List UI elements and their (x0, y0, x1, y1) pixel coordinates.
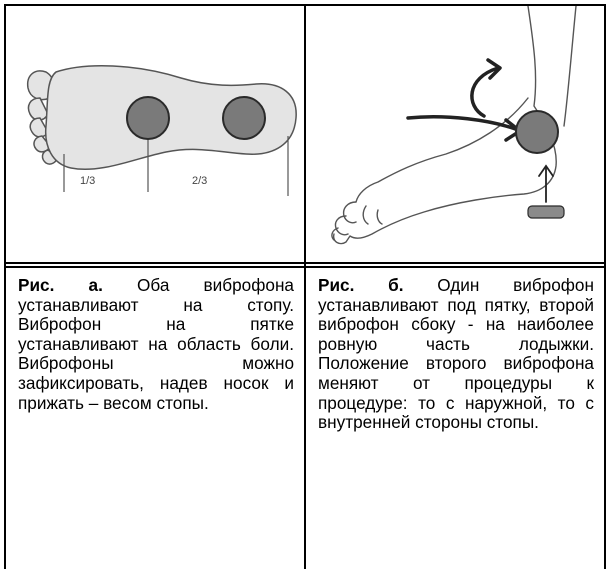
caption-b-text: Один виброфон устанавливают под пятку, в… (318, 275, 594, 432)
table-border-right (604, 4, 606, 569)
figure-b-cell (306, 6, 604, 262)
arrow-side (408, 117, 518, 130)
vibrophone-ankle (516, 111, 558, 153)
table-row-divider (4, 262, 606, 264)
label-one-third: 1/3 (80, 175, 95, 187)
leg-back (564, 6, 576, 126)
caption-a-prefix: Рис. а. (18, 275, 103, 295)
instep (356, 98, 528, 202)
caption-b-prefix: Рис. б. (318, 275, 404, 295)
figure-a-sole-illustration: 1/3 2/3 (6, 6, 304, 262)
toes (332, 202, 382, 240)
vibrophone-heel (223, 97, 265, 139)
caption-a: Рис. а. Оба виброфона устанавливают на с… (6, 268, 304, 569)
caption-b: Рис. б. Один виброфон устанавливают под … (306, 268, 604, 569)
toe-2 (28, 98, 48, 120)
vibrophone-pad (528, 206, 564, 218)
figure-b-side-illustration (306, 6, 604, 262)
caption-a-text: Оба виброфона устанавливают на стопу. Ви… (18, 275, 294, 413)
figure-a-cell: 1/3 2/3 (6, 6, 304, 262)
vibrophone-forefoot (127, 97, 169, 139)
label-two-thirds: 2/3 (192, 175, 207, 187)
